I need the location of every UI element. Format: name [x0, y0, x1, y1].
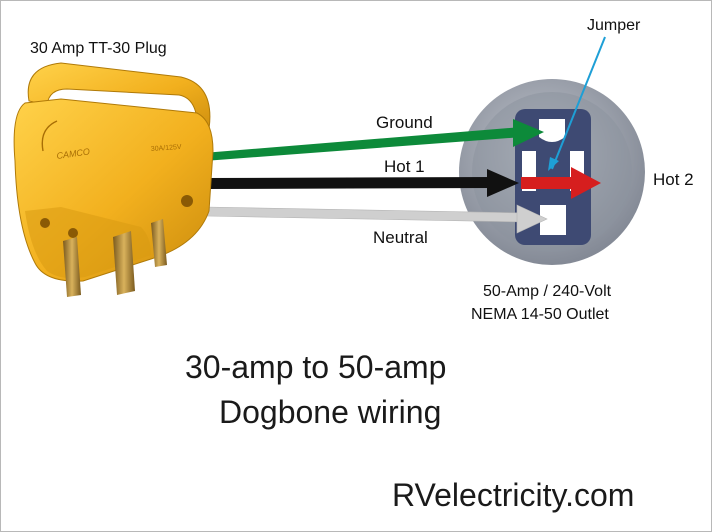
hot1-label: Hot 1 — [384, 157, 425, 176]
plug-screw-hole — [181, 195, 193, 207]
plug-label: 30 Amp TT-30 Plug — [30, 40, 167, 57]
diagram-title-line2: Dogbone wiring — [219, 394, 442, 430]
ground-wire-arrow — [513, 119, 544, 147]
website-credit: RVelectricity.com — [392, 477, 635, 513]
plug-hot-prong — [113, 231, 135, 295]
plug-screw-hole — [40, 218, 50, 228]
plug-groove — [41, 120, 58, 152]
plug-brand-text: CAMCO — [56, 146, 91, 161]
neutral-wire-arrow — [516, 204, 548, 234]
outlet-label-line2: NEMA 14-50 Outlet — [471, 306, 609, 323]
outlet-ground-slot — [539, 119, 565, 142]
diagram-title-line1: 30-amp to 50-amp — [185, 349, 447, 385]
plug-screw-hole — [68, 228, 78, 238]
nema-14-50-outlet — [459, 79, 645, 265]
hot1-wire — [204, 177, 497, 189]
plug-rating-text: 30A/125V — [151, 144, 182, 153]
jumper-wire-arrow — [571, 167, 601, 199]
hot1-wire-arrow — [487, 169, 519, 197]
plug-neutral-prong — [151, 219, 167, 267]
jumper-label: Jumper — [587, 17, 641, 34]
ground-wire — [203, 127, 523, 161]
neutral-label: Neutral — [373, 228, 428, 247]
wires — [203, 36, 606, 234]
outlet-label-line1: 50-Amp / 240-Volt — [483, 283, 612, 300]
plug-ground-prong — [63, 237, 81, 297]
jumper-pointer-arrowhead — [548, 157, 559, 171]
ground-label: Ground — [376, 113, 433, 132]
jumper-pointer-line — [551, 36, 606, 170]
tt-30-plug: CAMCO 30A/125V — [13, 62, 214, 297]
hot2-label: Hot 2 — [653, 170, 694, 189]
jumper-wire — [521, 177, 581, 189]
